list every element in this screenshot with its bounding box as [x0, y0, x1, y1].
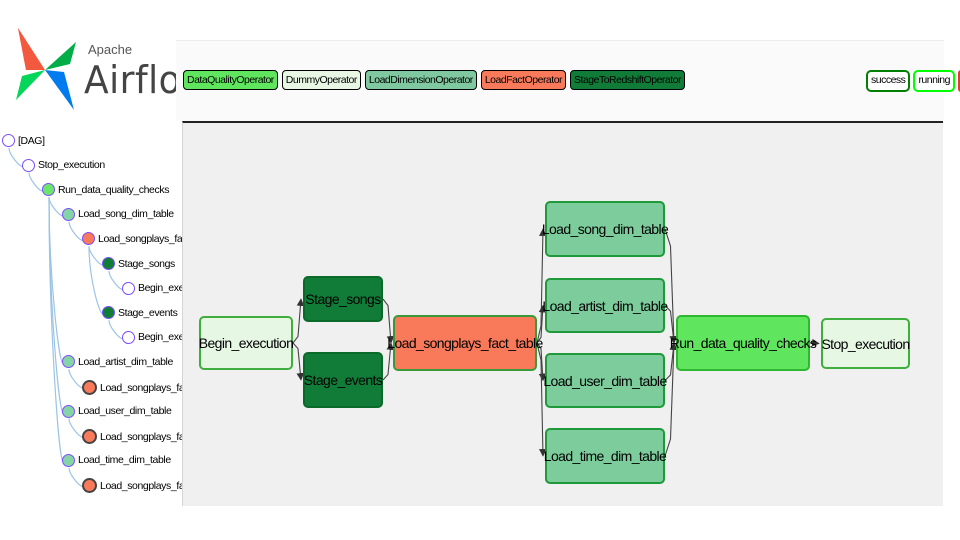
graph-edge [664, 228, 678, 344]
tree-node[interactable]: Load_artist_dim_table [62, 355, 173, 369]
tree-node-status-circle[interactable] [102, 257, 115, 270]
tree-node[interactable]: Load_songplays_fac [82, 380, 182, 395]
bottom-margin [0, 514, 224, 540]
tree-node[interactable]: Run_data_quality_checks [42, 183, 170, 197]
operator-legend-chip[interactable]: LoadDimensionOperator [364, 70, 477, 90]
graph-edge [382, 298, 395, 344]
tree-node[interactable]: Stage_events [102, 306, 178, 320]
tree-node[interactable]: [DAG] [2, 134, 45, 147]
operator-legend-chip[interactable]: DummyOperator [281, 70, 361, 90]
tree-node-status-circle[interactable] [22, 158, 35, 172]
tree-node-label: Run_data_quality_checks [58, 183, 170, 196]
tree-node-label: Load_songplays_fac [100, 479, 182, 492]
tree-node[interactable]: Load_user_dim_table [62, 404, 172, 418]
graph-edge [536, 228, 547, 344]
graph-edge [382, 342, 395, 381]
tree-node-status-circle[interactable] [62, 453, 75, 467]
airflow-pinwheel-icon [16, 28, 76, 110]
graph-edge [292, 342, 305, 381]
tree-node-label: Load_time_dim_table [78, 454, 171, 467]
tree-node-label: Begin_exe [138, 282, 182, 295]
tree-node-status-circle[interactable] [42, 183, 55, 197]
tree-connector [28, 172, 44, 192]
tree-node-status-circle[interactable] [122, 281, 135, 295]
tree-node-status-circle[interactable] [82, 429, 97, 445]
tree-connector [48, 197, 64, 217]
tree-node[interactable]: Load_time_dim_table [62, 453, 171, 467]
graph-node-stage-events[interactable]: Stage_events [303, 352, 383, 408]
tree-node-status-circle[interactable] [102, 306, 115, 320]
tree-connector [48, 197, 64, 463]
graph-edge [809, 338, 820, 347]
tree-node-label: Begin_exe [138, 331, 182, 344]
tree-node-status-circle[interactable] [62, 355, 75, 369]
graph-node-stop[interactable]: Stop_execution [821, 318, 910, 369]
graph-edge [536, 304, 547, 344]
tree-node[interactable]: Load_songplays_fac [82, 232, 182, 246]
graph-edge [664, 342, 678, 381]
tree-node[interactable]: Load_songplays_fac [82, 429, 182, 445]
graph-edge [536, 342, 547, 382]
tree-connector [108, 320, 124, 340]
graph-node-song[interactable]: Load_song_dim_table [542, 201, 669, 257]
tree-node-label: Load_song_dim_table [78, 208, 174, 221]
tree-connector [68, 369, 84, 389]
tree-node[interactable]: Begin_exe [122, 281, 182, 295]
tree-node-label: Load_artist_dim_table [78, 355, 173, 368]
graph-edge [664, 342, 678, 457]
tree-node-label: Stage_events [118, 306, 178, 319]
operator-legend-chip[interactable]: LoadFactOperator [480, 70, 567, 90]
graph-edge [536, 342, 547, 457]
graph-node-fact[interactable]: Load_songplays_fact_table [387, 315, 543, 371]
tree-node-label: Load_user_dim_table [78, 405, 172, 418]
tree-node-label: Load_songplays_fac [100, 430, 182, 443]
tree-node-status-circle[interactable] [2, 134, 15, 147]
tree-node-label: Load_songplays_fac [100, 381, 182, 394]
tree-connector [108, 270, 124, 291]
tree-node-label: Stop_execution [38, 159, 105, 172]
tree-node-label: [DAG] [18, 134, 45, 147]
tree-node[interactable]: Load_song_dim_table [62, 207, 174, 221]
graph-node-quality[interactable]: Run_data_quality_checks [670, 315, 817, 371]
graph-node-artist[interactable]: Load_artist_dim_table [542, 278, 668, 333]
tree-node-status-circle[interactable] [82, 380, 97, 395]
tree-node-status-circle[interactable] [82, 232, 95, 246]
tree-node-status-circle[interactable] [62, 207, 75, 221]
graph-edge [292, 298, 305, 344]
tree-node-label: Stage_songs [118, 257, 175, 270]
tree-node-label: Load_songplays_fac [98, 232, 182, 245]
tree-node[interactable]: Load_songplays_fac [82, 478, 182, 494]
tree-node-status-circle[interactable] [62, 404, 75, 418]
tree-connector [68, 221, 84, 241]
graph-node-time[interactable]: Load_time_dim_table [544, 428, 667, 484]
tree-node-status-circle[interactable] [122, 330, 135, 344]
tree-node-status-circle[interactable] [82, 478, 97, 494]
tree-connector [68, 467, 84, 487]
tree-node[interactable]: Begin_exe [122, 330, 182, 344]
tree-connector [88, 246, 104, 315]
state-legend-chip[interactable]: success [866, 70, 911, 92]
tree-connector [88, 246, 104, 266]
graph-node-begin[interactable]: Begin_execution [199, 316, 294, 370]
tree-connectors [8, 147, 124, 487]
graph-edge [664, 305, 678, 344]
tree-node[interactable]: Stop_execution [22, 158, 105, 172]
logo-apache-text: Apache [88, 42, 133, 57]
graph-node-stage-songs[interactable]: Stage_songs [303, 276, 383, 322]
tree-connector [8, 147, 24, 168]
graph-node-user[interactable]: Load_user_dim_table [543, 353, 667, 408]
operator-legend-chip[interactable]: DataQualityOperator [183, 70, 278, 90]
tree-connector [68, 418, 84, 438]
state-legend-chip[interactable]: running [913, 70, 955, 92]
airflow-logo[interactable]: Apache Airflow [8, 20, 211, 120]
tree-node[interactable]: Stage_songs [102, 257, 175, 270]
graph-edges [292, 228, 820, 457]
state-legend-chip-clipped[interactable] [957, 70, 960, 92]
operator-legend-chip[interactable]: StageToRedshiftOperator [570, 70, 686, 90]
